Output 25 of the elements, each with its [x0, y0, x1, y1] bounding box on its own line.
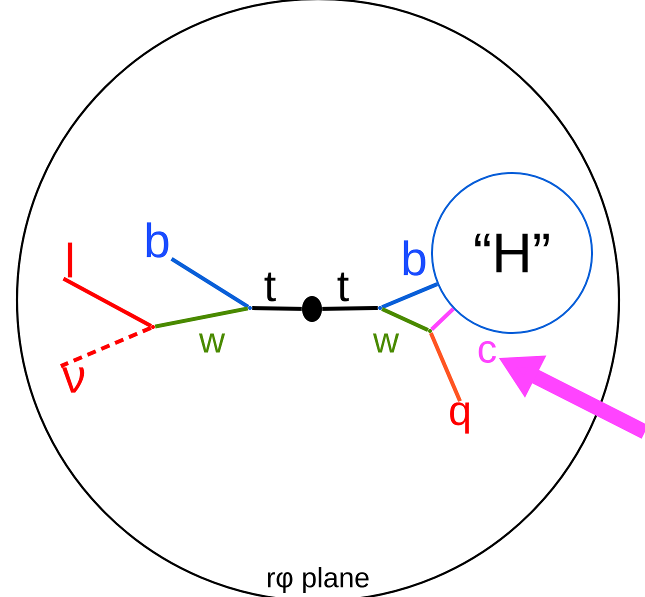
particle-label: ν — [62, 367, 84, 393]
edge-label: t — [338, 272, 349, 302]
edge-label: w — [372, 334, 400, 353]
edge-label: w — [198, 334, 226, 353]
particle-line — [154, 306, 248, 329]
particle-label: q — [450, 402, 469, 434]
vertex — [378, 306, 382, 310]
particle-line — [252, 306, 302, 311]
vertex — [151, 325, 155, 329]
particle-line — [430, 307, 455, 331]
particle-line — [322, 306, 378, 311]
particle-line — [429, 332, 462, 402]
particle-line — [170, 257, 250, 309]
particle-label: b — [404, 240, 426, 276]
particle-label: c — [478, 341, 496, 363]
particle-label: b — [146, 222, 168, 258]
particle-line — [62, 276, 152, 328]
vertex-dot — [302, 296, 322, 322]
vertex — [248, 306, 252, 310]
particle-line — [381, 307, 429, 332]
edge-label: t — [264, 272, 276, 302]
particle-line — [381, 282, 438, 309]
vertex — [428, 329, 432, 333]
particle-label: l — [68, 242, 72, 278]
particle-line — [60, 326, 152, 368]
